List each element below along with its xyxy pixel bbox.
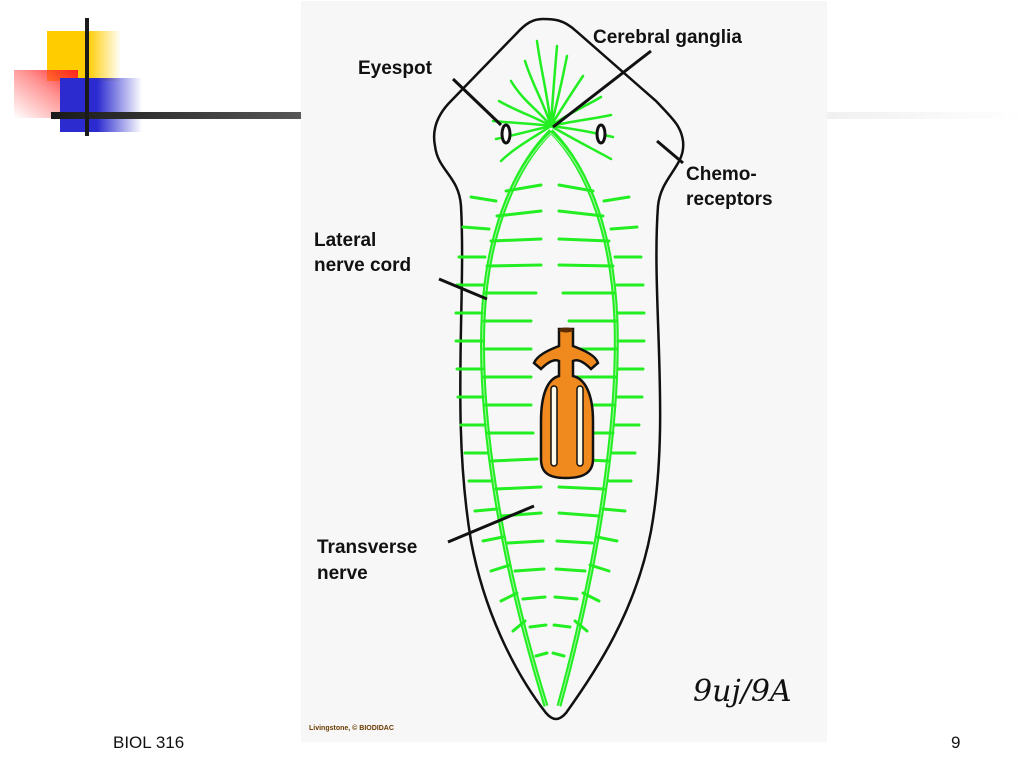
cerebral-ganglia-nerves bbox=[491, 39, 615, 163]
planarian-diagram: Cerebral ganglia Eyespot Chemo- receptor… bbox=[301, 1, 827, 742]
label-eyespot: Eyespot bbox=[358, 58, 432, 79]
slide-page-number: 9 bbox=[951, 733, 961, 752]
label-transverse-nerve-line2: nerve bbox=[317, 563, 368, 584]
label-transverse-nerve-line1: Transverse bbox=[317, 537, 418, 558]
label-cerebral-ganglia: Cerebral ganglia bbox=[593, 27, 742, 48]
footer-course-code: BIOL 316 bbox=[113, 733, 185, 752]
decor-blue-square bbox=[60, 78, 142, 132]
eyespot-right bbox=[595, 123, 607, 145]
planarian-illustration bbox=[432, 17, 685, 721]
peripheral-nerve-branches bbox=[454, 195, 646, 633]
label-lateral-nerve-cord-line1: Lateral bbox=[314, 230, 377, 251]
decor-vertical-rule bbox=[85, 18, 89, 136]
eyespot-left bbox=[500, 123, 512, 145]
label-leader-lines bbox=[438, 49, 684, 544]
label-chemoreceptors-line2: receptors bbox=[686, 189, 773, 210]
pharynx bbox=[532, 327, 600, 480]
artist-signature: 9uj/9A bbox=[693, 674, 792, 709]
label-lateral-nerve-cord-line2: nerve cord bbox=[314, 255, 412, 276]
label-chemoreceptors-line1: Chemo- bbox=[686, 164, 757, 185]
image-credit: Livingstone, © BIODIDAC bbox=[309, 725, 394, 732]
